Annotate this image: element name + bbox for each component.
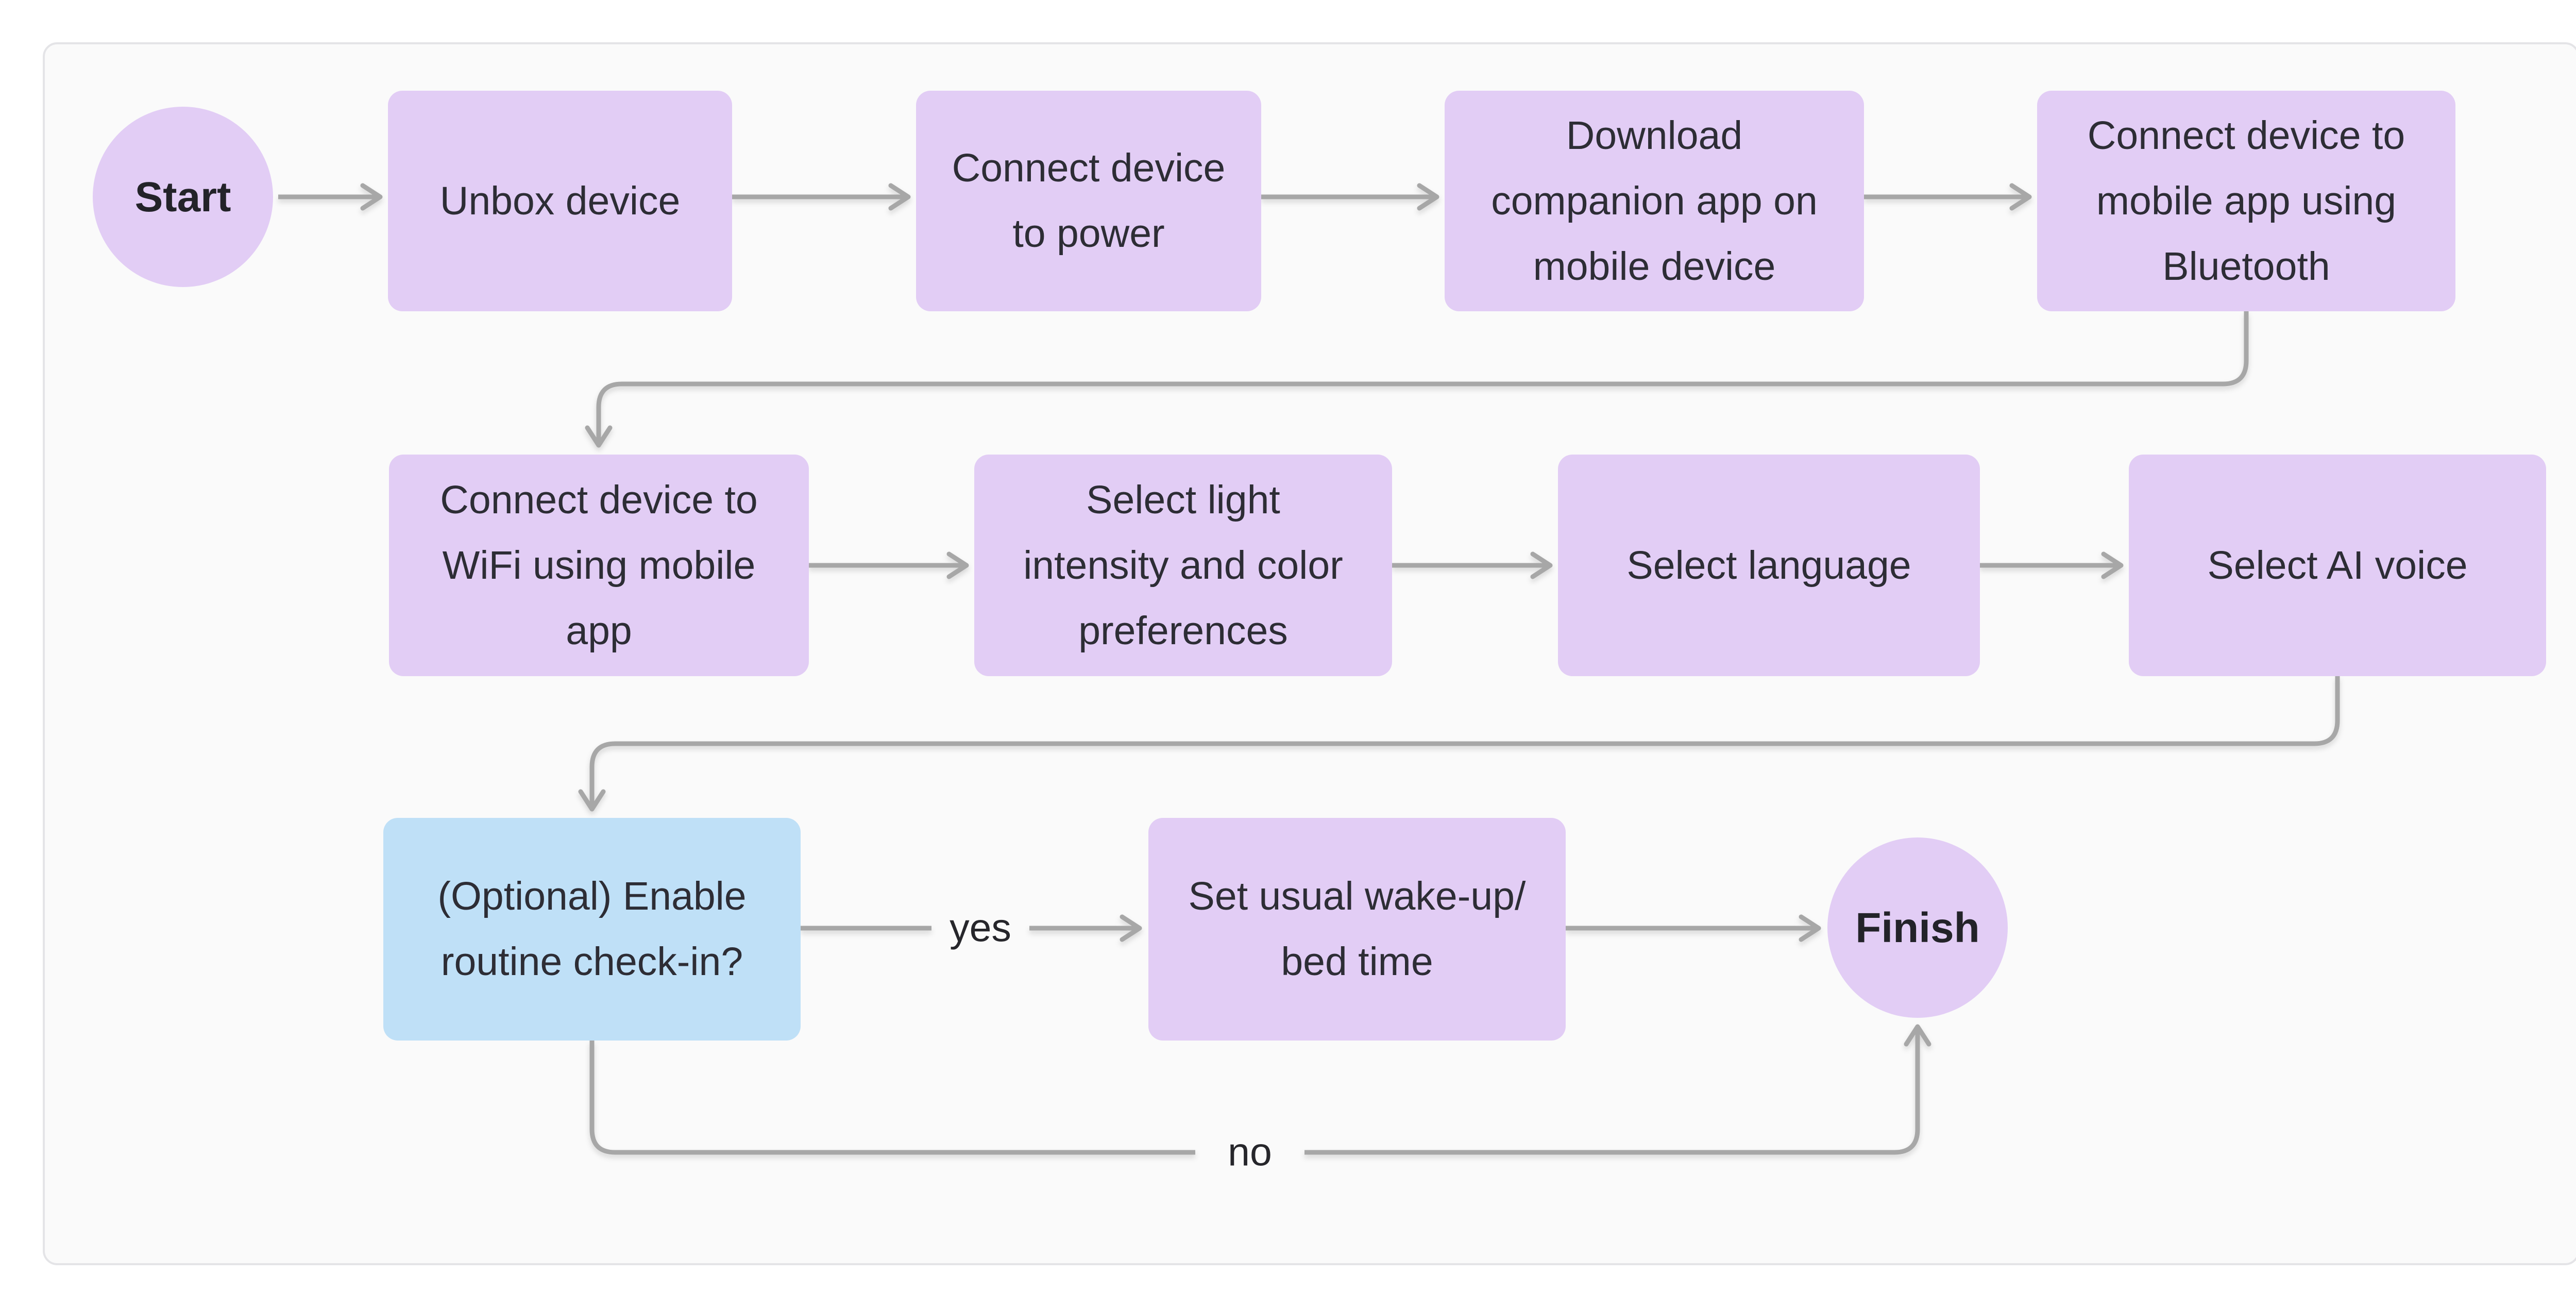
node-download-app[interactable]: Download companion app on mobile device: [1445, 91, 1864, 311]
node-connect-wifi[interactable]: Connect device to WiFi using mobile app: [389, 455, 809, 676]
edge-label-no: no: [1228, 1130, 1272, 1175]
node-connect-power[interactable]: Connect device to power: [916, 91, 1261, 311]
node-connect-bluetooth[interactable]: Connect device to mobile app using Bluet…: [2037, 91, 2455, 311]
edge-checkin-no-segment-2: [1304, 1024, 1931, 1155]
node-select-language[interactable]: Select language: [1558, 455, 1980, 676]
node-finish[interactable]: Finish: [1827, 837, 2008, 1018]
edge-label-yes: yes: [950, 905, 1011, 950]
edge-checkin-no-segment-1: [589, 1041, 1195, 1155]
node-start[interactable]: Start: [93, 107, 273, 287]
node-unbox-device[interactable]: Unbox device: [388, 91, 732, 311]
edge-bluetooth-to-wifi: [585, 311, 2249, 448]
node-light-preferences[interactable]: Select light intensity and color prefere…: [974, 455, 1392, 676]
edge-voice-to-checkin: [578, 676, 2340, 812]
node-routine-checkin-decision[interactable]: (Optional) Enable routine check-in?: [383, 818, 801, 1041]
node-select-ai-voice[interactable]: Select AI voice: [2129, 455, 2546, 676]
node-set-wake-bed-time[interactable]: Set usual wake-up/ bed time: [1148, 818, 1566, 1041]
